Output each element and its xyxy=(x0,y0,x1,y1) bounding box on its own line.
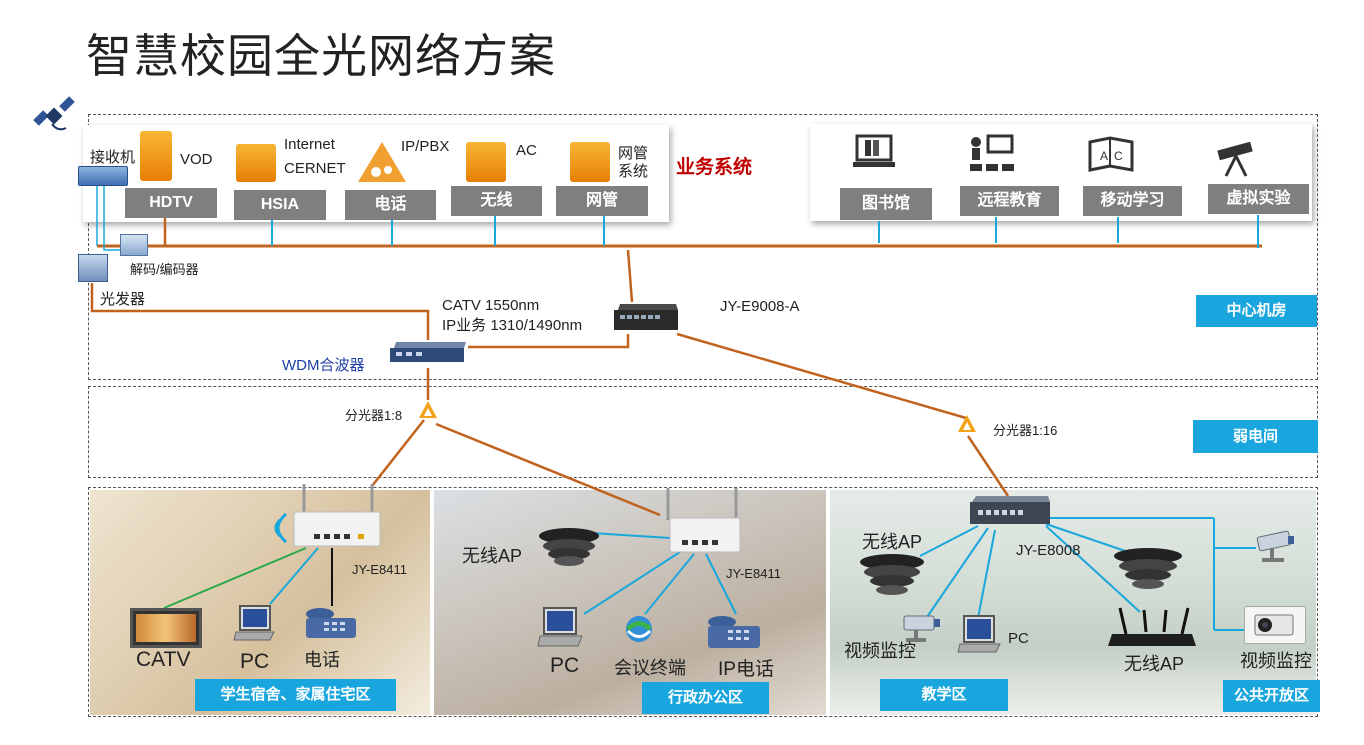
telescope-icon xyxy=(1214,136,1262,178)
hsia-button[interactable]: HSIA xyxy=(234,190,326,220)
nms-icon xyxy=(570,142,610,182)
remote-education-icon xyxy=(966,134,1016,174)
library-button[interactable]: 图书馆 xyxy=(840,188,932,220)
internet-firewall-icon xyxy=(236,144,276,182)
hdtv-button[interactable]: HDTV xyxy=(125,188,217,218)
olt-label: JY-E9008-A xyxy=(720,298,800,315)
public-cctv-label: 视频监控 xyxy=(1240,651,1312,671)
ip-wavelength-label: IP业务 1310/1490nm xyxy=(442,317,583,334)
teaching-ap-icon xyxy=(854,552,930,600)
transmitter-label: 光发器 xyxy=(100,291,146,308)
wdm-label: WDM合波器 xyxy=(282,357,365,374)
public-camera2-icon xyxy=(1244,606,1306,644)
office-conf-label: 会议终端 xyxy=(614,658,686,678)
dorm-onu-icon xyxy=(292,482,382,550)
office-onu-icon xyxy=(656,486,746,556)
office-ap-label: 无线AP xyxy=(462,546,523,566)
weak-room-label: 弱电间 xyxy=(1193,420,1318,453)
library-photo xyxy=(830,490,1316,715)
conference-terminal-icon xyxy=(622,614,656,644)
phone-button[interactable]: 电话 xyxy=(345,190,436,220)
public-zone-label: 公共开放区 xyxy=(1223,680,1320,712)
vod-label: VOD xyxy=(180,151,213,168)
library-icon xyxy=(851,132,897,172)
office-ipphone-label: IP电话 xyxy=(718,659,774,680)
access-zone xyxy=(88,487,1318,717)
teaching-zone-label: 教学区 xyxy=(880,679,1008,711)
mobile-learning-button[interactable]: 移动学习 xyxy=(1083,186,1182,216)
ippbx-icon xyxy=(356,140,408,184)
internet-label: Internet xyxy=(284,136,335,153)
cernet-label: CERNET xyxy=(284,160,346,177)
office-zone-label: 行政办公区 xyxy=(642,682,769,714)
splitter2-label: 分光器1:16 xyxy=(993,423,1058,438)
ac-label: AC xyxy=(516,142,537,159)
center-room-label: 中心机房 xyxy=(1196,295,1317,327)
teaching-ap-label: 无线AP xyxy=(862,532,923,552)
splitter2-icon xyxy=(957,414,977,434)
teaching-switch-icon xyxy=(966,494,1052,530)
ippbx-label: IP/PBX xyxy=(401,138,450,155)
dorm-onu-label: JY-E8411 xyxy=(352,562,407,577)
teaching-cctv-label: 视频监控 xyxy=(844,641,916,661)
dorm-phone-icon xyxy=(302,604,360,642)
virtual-lab-button[interactable]: 虚拟实验 xyxy=(1208,184,1309,214)
satellite-icon xyxy=(30,96,78,142)
wdm-device-icon xyxy=(386,340,468,366)
nms-label-line2: 系统 xyxy=(618,163,649,180)
office-ipphone-icon xyxy=(704,612,764,652)
dorm-phone-label: 电话 xyxy=(304,650,340,670)
receiver-label: 接收机 xyxy=(90,149,136,166)
nms-label-line1: 网管 xyxy=(618,145,649,162)
teaching-switch-label: JY-E8008 xyxy=(1016,542,1081,559)
nms-button[interactable]: 网管 xyxy=(556,186,648,216)
decoder-icon xyxy=(120,234,148,256)
remote-education-button[interactable]: 远程教育 xyxy=(960,186,1059,216)
office-pc-label: PC xyxy=(550,654,580,677)
public-ap-icon xyxy=(1108,546,1188,594)
vod-server-icon xyxy=(140,131,172,181)
splitter1-label: 分光器1:8 xyxy=(345,408,403,423)
center-room-zone xyxy=(88,114,1318,380)
teaching-camera-icon xyxy=(900,612,942,644)
dorm-pc-label: PC xyxy=(240,650,270,673)
decoder-label: 解码/编码器 xyxy=(130,262,199,277)
office-onu-label: JY-E8411 xyxy=(726,566,781,581)
svg-text:C: C xyxy=(1114,149,1123,163)
office-laptop-icon xyxy=(536,606,584,650)
page-title: 智慧校园全光网络方案 xyxy=(86,30,556,82)
olt-device-icon xyxy=(612,302,680,336)
ac-icon xyxy=(466,142,506,182)
office-ap-icon xyxy=(534,526,604,568)
catv-wavelength-label: CATV 1550nm xyxy=(442,297,540,314)
splitter1-icon xyxy=(418,400,438,420)
dorm-laptop-icon xyxy=(232,604,276,644)
office-photo xyxy=(434,490,826,715)
services-title: 业务系统 xyxy=(676,157,753,178)
teaching-pc-label: PC xyxy=(1008,630,1029,647)
receiver-icon xyxy=(78,166,128,186)
svg-text:A: A xyxy=(1100,149,1108,163)
public-camera1-icon xyxy=(1252,526,1298,566)
wireless-button[interactable]: 无线 xyxy=(451,186,542,216)
teaching-laptop-icon xyxy=(956,614,1002,656)
wifi-signal-icon xyxy=(262,508,290,548)
tv-icon xyxy=(130,608,202,648)
public-ap-label: 无线AP xyxy=(1124,654,1185,674)
transmitter-icon xyxy=(78,254,108,282)
public-router-icon xyxy=(1104,606,1200,652)
dorm-catv-label: CATV xyxy=(136,648,191,671)
dorm-zone-label: 学生宿舍、家属住宅区 xyxy=(195,679,396,711)
